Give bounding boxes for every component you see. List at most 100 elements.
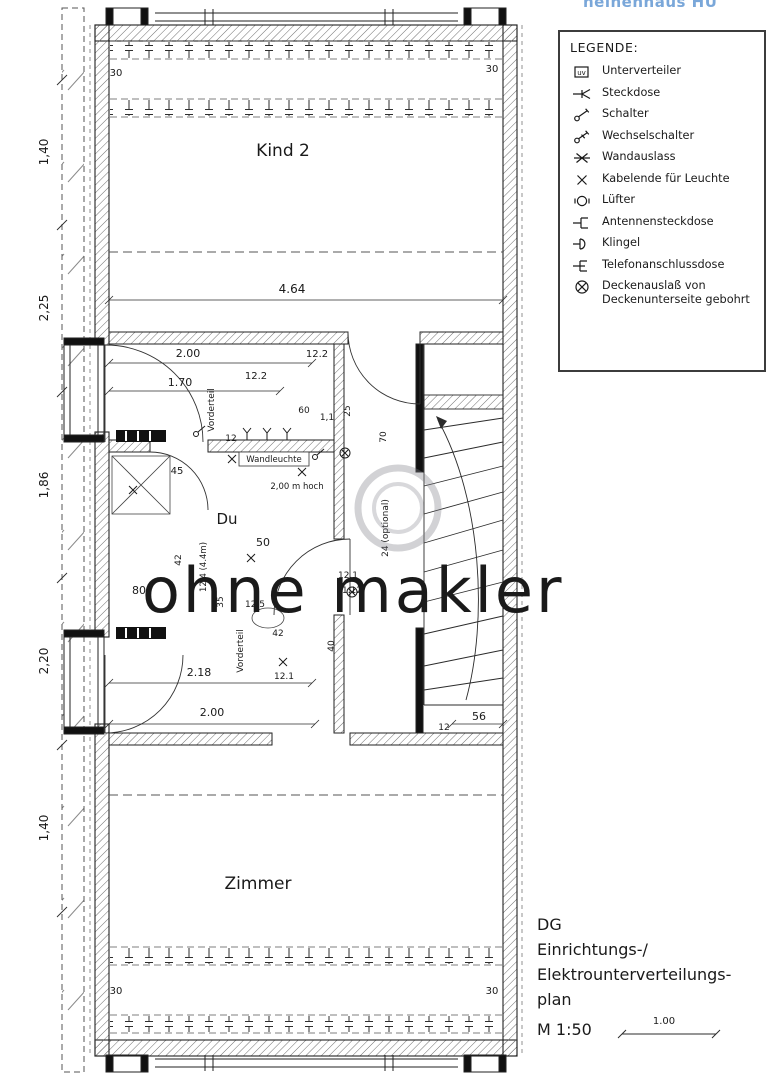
staircase — [423, 344, 504, 706]
legend-item: Telefonanschlussdose — [570, 258, 756, 274]
side-window-left-lower — [63, 629, 105, 735]
annotation-text: Vorderteil — [236, 629, 246, 673]
annotation-text: 70 — [379, 431, 389, 443]
annotation-text: 2,00 m hoch — [270, 482, 323, 492]
left-dimension-chain — [56, 74, 68, 918]
legend-item-label: Antennensteckdose — [602, 214, 714, 228]
annotation-text: 42 — [272, 629, 283, 639]
legend-item: uv Unterverteiler — [570, 64, 756, 80]
legend-item-label: Lüfter — [602, 193, 636, 206]
left-dimension-labels: 1,40 2,25 1,86 2,20 1,40 — [37, 139, 51, 842]
bath-fixtures — [111, 455, 285, 629]
annotation-text: 1.12 — [342, 586, 362, 596]
knee-wall-bands — [110, 40, 502, 1034]
legend-box: LEGENDE: uv Unterverteiler Steckdose Sch… — [558, 30, 766, 372]
legend-item: Wandauslass — [570, 150, 756, 166]
watermark: ohne makler — [142, 464, 565, 627]
legend-item: Steckdose — [570, 86, 756, 102]
uv-box-icon: uv — [574, 66, 589, 78]
room-label-du: Du — [216, 510, 237, 528]
door-swings — [104, 331, 421, 734]
wall-outlet-icon — [574, 153, 590, 163]
legend-item-label: Kabelende für Leuchte — [602, 171, 730, 185]
legend-item: Schalter — [570, 107, 756, 123]
annotation-text: 2.00 — [176, 347, 201, 360]
annotation-text: 2.18 — [187, 666, 212, 679]
room-label-zimmer: Zimmer — [225, 874, 292, 894]
legend-item: Antennensteckdose — [570, 215, 756, 231]
brand-logo-text: heinenhaus HU — [583, 0, 718, 11]
watermark-text: ohne makler — [142, 554, 565, 627]
annotation-text: 40 — [327, 640, 337, 652]
legend-item: Lüfter — [570, 193, 756, 209]
legend-item-label: Wechselschalter — [602, 128, 695, 142]
annotation-text: 56 — [472, 710, 486, 723]
legend-item-label: Telefonanschlussdose — [602, 257, 725, 271]
legend-item-label: Deckenauslaß von Deckenunterseite gebohr… — [602, 279, 750, 307]
legend-item: Deckenauslaß von Deckenunterseite gebohr… — [570, 279, 756, 307]
annotation-text: 12.1 — [274, 672, 294, 682]
legend-title: LEGENDE: — [570, 40, 639, 55]
legend-item-label: Unterverteiler — [602, 64, 681, 77]
socket-icon — [573, 88, 591, 99]
phone-socket-icon — [573, 259, 587, 272]
room-labels: Kind 2 Du Zimmer — [216, 141, 309, 894]
legend-item: Kabelende für Leuchte — [570, 172, 756, 188]
annotation-text: 60 — [298, 406, 310, 416]
legend-item: Klingel — [570, 236, 756, 252]
annotation-text: 12.2 — [306, 349, 328, 360]
annotation-text: 2.00 — [200, 706, 225, 719]
annotation-text: 4.64 — [279, 282, 306, 296]
annotation-text: 1,1 — [320, 413, 334, 423]
title-scale: M 1:50 — [537, 1020, 592, 1039]
dim-label: 1,86 — [37, 472, 51, 499]
construction-lines — [89, 25, 523, 1056]
legend-item-label: Steckdose — [602, 85, 661, 99]
annotation-text: 12.4 (4.4m) — [199, 542, 209, 592]
two-way-switch-icon — [574, 129, 590, 143]
dim-label: 1,40 — [37, 815, 51, 842]
annotation-text: 1.70 — [168, 376, 193, 389]
annotation-text: 42 — [174, 554, 184, 565]
annotation-text: 12.2 — [245, 371, 267, 382]
bell-icon — [573, 238, 586, 250]
antenna-socket-icon — [573, 216, 588, 229]
outer-walls — [94, 24, 518, 1057]
dim-label: 2,20 — [37, 648, 51, 675]
annotation-text: 30 — [110, 68, 123, 79]
plan-annotations: 30 30 4.64 2.00 1.70 12.2 12.2 Vordertei… — [110, 64, 499, 997]
annotation-text: 35 — [216, 596, 226, 607]
scale-bar-label: 1.00 — [653, 1016, 675, 1027]
legend-item: Wechselschalter — [570, 129, 756, 145]
annotation-text: 12 — [438, 723, 449, 733]
annotation-text: 45 — [171, 466, 184, 477]
room-label-kind2: Kind 2 — [256, 141, 310, 161]
annotation-text: 25 — [343, 405, 353, 416]
annotation-text: 30 — [486, 986, 499, 997]
electrical-symbols — [128, 425, 358, 667]
title-floor: DG — [537, 915, 562, 934]
dim-label: 2,25 — [37, 295, 51, 322]
annotation-text: 12.1 — [338, 571, 358, 581]
svg-text:uv: uv — [577, 69, 586, 77]
title-line3: Elektrounterverteilungs- — [537, 965, 731, 984]
annotation-text: 12 — [225, 434, 236, 444]
cable-end-icon — [577, 174, 587, 185]
fan-icon — [574, 195, 590, 207]
legend-item-label: Wandauslass — [602, 150, 676, 163]
interior-walls — [108, 331, 504, 746]
title-block: DG Einrichtungs-/ Elektrounterverteilung… — [537, 915, 731, 1039]
legend-item-label: Klingel — [602, 236, 641, 249]
eaves-strip — [61, 7, 85, 1073]
scale-bar: 1.00 — [617, 1016, 721, 1039]
roof-window-symbols — [105, 7, 507, 1073]
legend-item-label: Schalter — [602, 107, 649, 120]
dim-label: 1,40 — [37, 139, 51, 166]
title-line2: Einrichtungs-/ — [537, 940, 648, 959]
annotation-text: Vorderteil — [207, 388, 217, 432]
annotation-text: 12.5 — [245, 600, 265, 610]
annotation-text: Wandleuchte — [246, 455, 301, 465]
annotation-text: 30 — [486, 64, 499, 75]
